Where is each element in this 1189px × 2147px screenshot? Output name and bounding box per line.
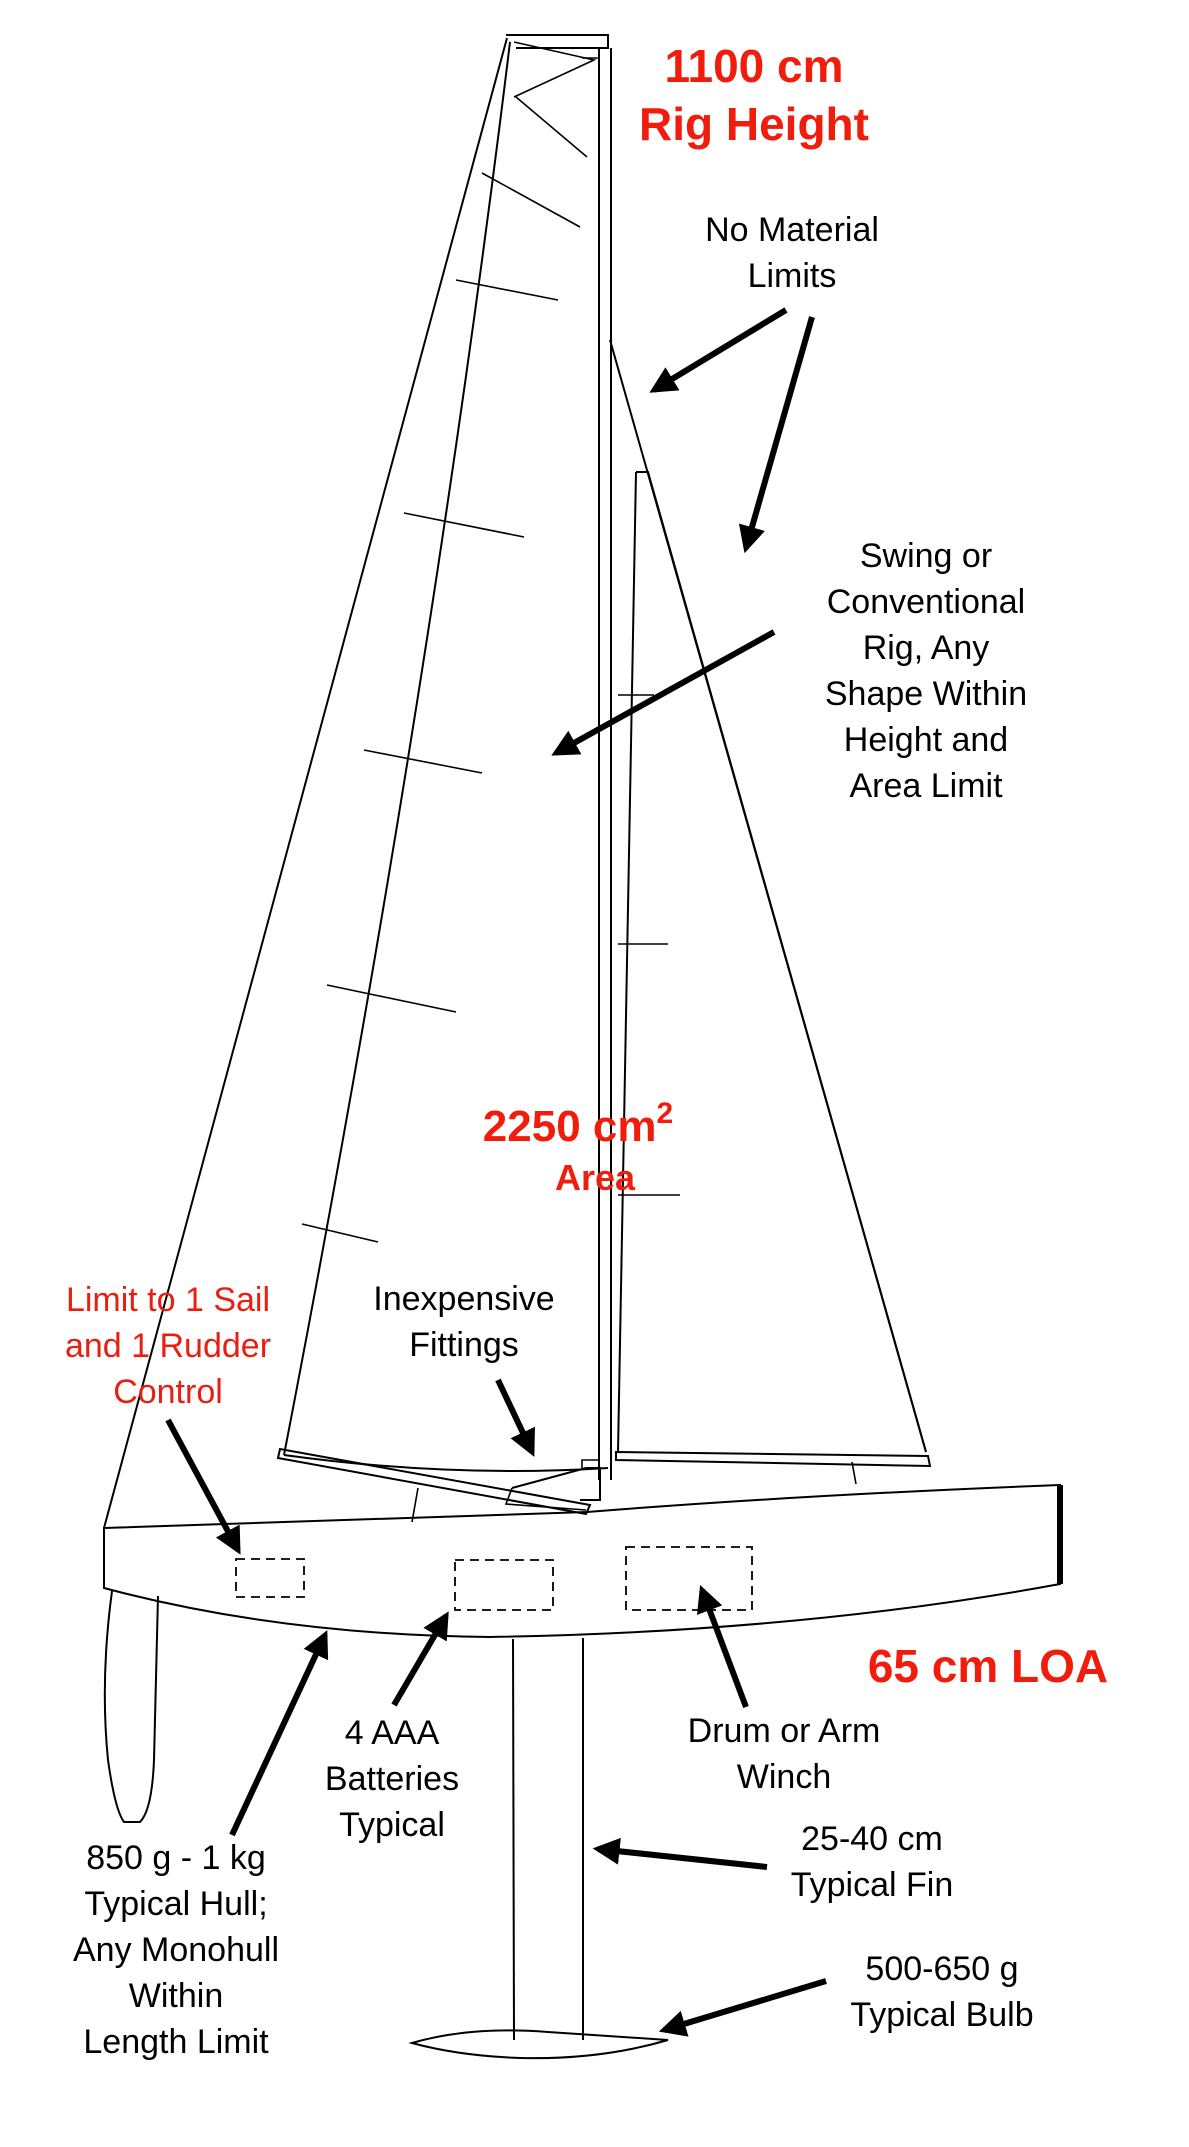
rig-type-line2: Conventional <box>827 583 1025 621</box>
sail-area-value: 2250 cm2 <box>483 1097 673 1151</box>
fittings-line2: Fittings <box>409 1326 519 1364</box>
forestay <box>103 37 508 1529</box>
sail-area-label: Area <box>555 1157 636 1198</box>
mainsail <box>283 41 609 1473</box>
rig-type-line3: Rig, Any <box>863 629 990 667</box>
rig-type-line4: Shape Within <box>825 675 1027 713</box>
fin-line2: Typical Fin <box>791 1866 954 1904</box>
keel-bulb <box>408 2029 669 2060</box>
batteries-line1: 4 AAA <box>345 1714 440 1752</box>
winch-box <box>625 1546 753 1611</box>
rig-height-label: Rig Height <box>639 98 869 150</box>
rig-type-line1: Swing or <box>860 537 992 575</box>
fittings-line1: Inexpensive <box>373 1280 554 1318</box>
hull-line4: Within <box>129 1977 223 2015</box>
boom <box>276 1447 601 1516</box>
fin-line1: 25-40 cm <box>801 1820 943 1858</box>
material-limits-line2: Limits <box>748 257 837 295</box>
servo-box <box>235 1558 305 1598</box>
bulb-line1: 500-650 g <box>865 1950 1018 1988</box>
fin-keel <box>408 1638 669 2060</box>
hull-line1: 850 g - 1 kg <box>86 1839 266 1877</box>
boat-drawing <box>103 34 1063 2060</box>
control-limit-line2: and 1 Rudder <box>65 1327 271 1365</box>
loa-label: 65 cm LOA <box>868 1640 1108 1692</box>
hull <box>103 1461 1063 1639</box>
winch-line1: Drum or Arm <box>688 1712 881 1750</box>
batteries-line2: Batteries <box>325 1760 459 1798</box>
rig-type-line6: Area Limit <box>849 767 1003 805</box>
material-limits-line1: No Material <box>705 211 879 249</box>
rudder <box>103 1590 159 1823</box>
rig-height-value: 1100 cm <box>664 40 843 92</box>
winch-line2: Winch <box>737 1758 831 1796</box>
sail-area-superscript: 2 <box>657 1097 674 1130</box>
jib <box>609 339 932 1468</box>
hull-line3: Any Monohull <box>73 1931 279 1969</box>
batteries-line3: Typical <box>339 1806 445 1844</box>
battery-box <box>454 1559 554 1611</box>
callout-arrows <box>165 307 827 2037</box>
rig-type-line5: Height and <box>844 721 1008 759</box>
mast <box>506 34 612 1480</box>
bulb-line2: Typical Bulb <box>850 1996 1033 2034</box>
hull-line2: Typical Hull; <box>84 1885 267 1923</box>
control-limit-line1: Limit to 1 Sail <box>66 1281 270 1319</box>
control-limit-line3: Control <box>113 1373 223 1411</box>
hull-line5: Length Limit <box>83 2023 269 2061</box>
